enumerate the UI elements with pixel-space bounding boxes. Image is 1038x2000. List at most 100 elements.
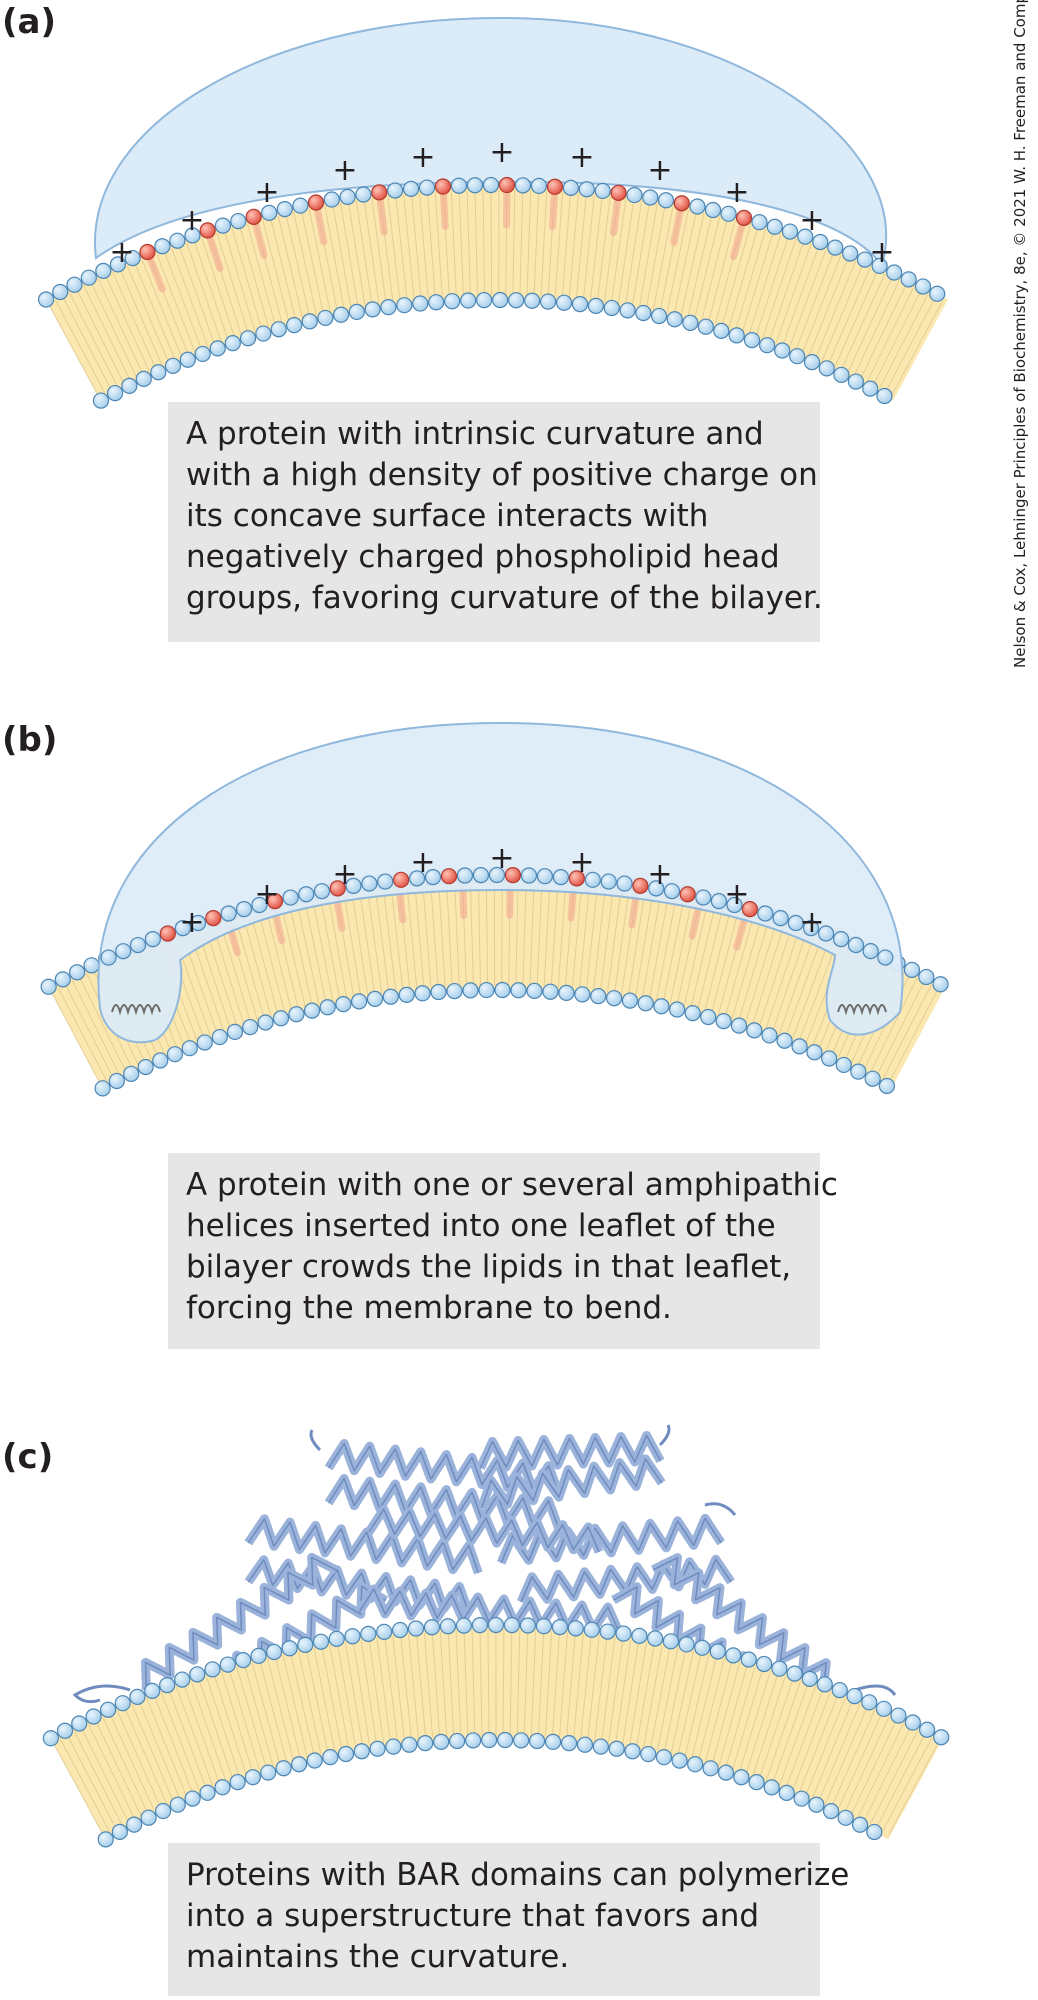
lipid-tail xyxy=(775,293,795,344)
head-group xyxy=(900,271,917,288)
head-group xyxy=(496,1731,514,1749)
head-group xyxy=(135,370,152,388)
lipid-tail xyxy=(855,270,879,319)
lipid-tail xyxy=(680,264,694,316)
head-group xyxy=(757,905,774,922)
lipid-tail xyxy=(703,1656,718,1708)
lipid-tail xyxy=(717,909,732,961)
lipid-tail xyxy=(535,190,540,244)
lipid-tail xyxy=(324,205,335,258)
lipid-tail xyxy=(231,282,249,334)
positive-charge: + xyxy=(724,175,749,210)
head-group xyxy=(726,896,743,914)
lipid-tail xyxy=(456,933,460,986)
lipid-tail xyxy=(701,269,715,321)
lipid-tail xyxy=(71,980,97,1028)
lipid-tail xyxy=(555,1632,561,1685)
lipid-tail xyxy=(709,907,724,959)
lipid-tail xyxy=(363,252,373,305)
head-group xyxy=(802,920,820,937)
lipid-tail xyxy=(837,1760,861,1810)
lipid-tail xyxy=(561,245,567,298)
lipid-tail xyxy=(418,935,425,989)
lipid-tail xyxy=(847,324,871,373)
lipid-tail xyxy=(97,278,121,327)
lipid-tail xyxy=(818,1751,840,1801)
head-group xyxy=(220,905,237,922)
lipid-tail xyxy=(191,985,211,1036)
lipid-tail xyxy=(329,948,341,1000)
head-group xyxy=(332,306,350,323)
lipid-tail xyxy=(120,326,144,375)
lipid-tail xyxy=(308,208,321,261)
lipid-tail xyxy=(889,287,915,335)
lipid-tail xyxy=(684,211,697,263)
lipid-tail xyxy=(154,310,176,360)
head-group xyxy=(140,1809,157,1826)
head-group xyxy=(398,986,415,1003)
lipid-tail xyxy=(282,268,297,320)
lipid-tail xyxy=(638,255,649,308)
lipid-tail xyxy=(239,280,256,332)
charged-head-group xyxy=(632,877,649,894)
lipid-tail xyxy=(738,1721,756,1772)
lipid-tail xyxy=(126,265,149,315)
head-group xyxy=(317,309,334,327)
head-group xyxy=(605,990,623,1007)
lipid-tail xyxy=(698,1709,713,1761)
lipid-tail xyxy=(124,1707,147,1757)
lipid-tail xyxy=(684,1705,698,1757)
lipid-tail xyxy=(294,1705,308,1758)
head-group xyxy=(709,1643,726,1660)
lipid-tail xyxy=(336,946,348,999)
lipid-tail xyxy=(378,250,387,303)
head-group xyxy=(837,1809,854,1826)
lipid-tail xyxy=(161,308,183,358)
head-group xyxy=(270,321,287,338)
lipid-tail xyxy=(842,263,864,313)
lipid-tail xyxy=(746,917,762,969)
head-group xyxy=(71,1715,88,1732)
lipid-tail xyxy=(876,1028,901,1076)
lipid-tail xyxy=(278,959,292,1011)
positive-charge: + xyxy=(569,845,594,880)
lipid-tail xyxy=(351,944,362,997)
lipid-tail xyxy=(588,194,595,248)
lipid-tail xyxy=(676,953,689,1005)
lipid-tail xyxy=(208,1731,227,1781)
lipid-tail xyxy=(442,1684,448,1737)
lipid-tail xyxy=(231,227,248,279)
lipid-tail xyxy=(321,1646,333,1699)
panel-c-label: (c) xyxy=(2,1437,54,1477)
lipid-tail xyxy=(392,1635,400,1689)
lipid-tail xyxy=(768,1675,786,1726)
caption-line: its concave surface interacts with xyxy=(186,498,709,534)
lipid-tail xyxy=(340,203,350,255)
lipid-tail xyxy=(900,1733,926,1782)
lipid-tail xyxy=(732,1664,748,1716)
head-group xyxy=(164,357,182,374)
head-group xyxy=(512,1732,530,1749)
positive-charge: + xyxy=(410,140,435,175)
head-group xyxy=(460,292,477,309)
lipid-tail xyxy=(316,1701,329,1753)
lipid-tail xyxy=(298,1651,311,1703)
lipid-tail xyxy=(189,297,209,347)
lipid-tail xyxy=(600,939,608,992)
lipid-tail xyxy=(171,247,191,298)
lipid-tail xyxy=(651,894,662,946)
head-group xyxy=(111,1823,128,1840)
lipid-tail xyxy=(585,1634,592,1688)
lipid-tail xyxy=(457,1683,462,1736)
lipid-tail xyxy=(512,242,515,296)
head-group xyxy=(700,1008,717,1026)
lipid-tail xyxy=(705,1710,720,1762)
head-group xyxy=(715,1013,732,1030)
lipid-tail xyxy=(88,1724,113,1772)
head-group xyxy=(480,1731,498,1749)
lipid-tail xyxy=(66,1734,92,1783)
head-group xyxy=(835,1056,852,1074)
head-group xyxy=(551,1618,568,1636)
lipid-tail xyxy=(78,976,103,1025)
lipid-tail xyxy=(97,1778,123,1826)
